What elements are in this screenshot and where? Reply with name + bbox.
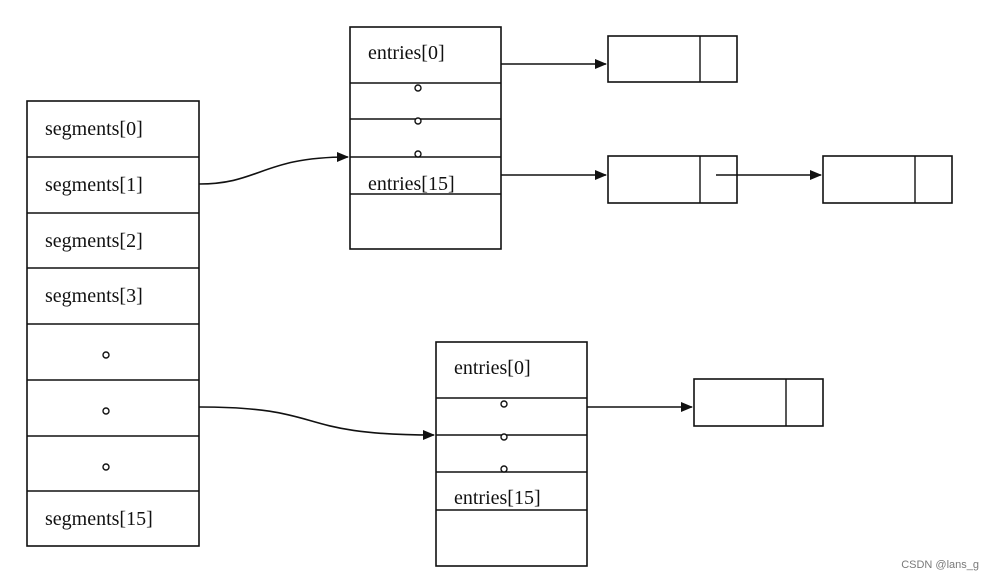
entries-table-top: entries[0] entries[15] [349,26,502,250]
segment-3-label: segments[3] [45,285,143,307]
ellipsis-dot [414,117,422,125]
ellipsis-dot [102,463,110,471]
segments-array: segments[0] segments[1] segments[2] segm… [26,100,200,547]
segment-0-label: segments[0] [45,118,143,140]
segment-2-label: segments[2] [45,230,143,252]
node-top-first [607,35,738,83]
segment-dot-to-table-arrow [198,406,435,440]
ellipsis-dot [500,400,508,408]
segment-1-to-table-arrow [198,152,349,185]
entries-table-bottom-frame [435,341,588,567]
ellipsis-dot [500,433,508,441]
ellipsis-dot [102,407,110,415]
node-top-second [607,155,738,204]
entries-table-bottom: entries[0] entries[15] [435,341,588,567]
entries-table-top-frame [349,26,502,250]
watermark: CSDN @lans_g [901,559,979,571]
segment-1-label: segments[1] [45,174,143,196]
ellipsis-dot [500,465,508,473]
segment-15-label: segments[15] [45,508,153,530]
node-bottom [693,378,824,427]
node-top-chained [822,155,953,204]
ellipsis-dot [414,84,422,92]
entries-bottom-15-label: entries[15] [454,487,541,509]
entries-top-0-label: entries[0] [368,42,445,64]
entries-top-15-label: entries[15] [368,173,455,195]
ellipsis-dot [414,150,422,158]
entries-bottom-0-label: entries[0] [454,357,531,379]
ellipsis-dot [102,351,110,359]
